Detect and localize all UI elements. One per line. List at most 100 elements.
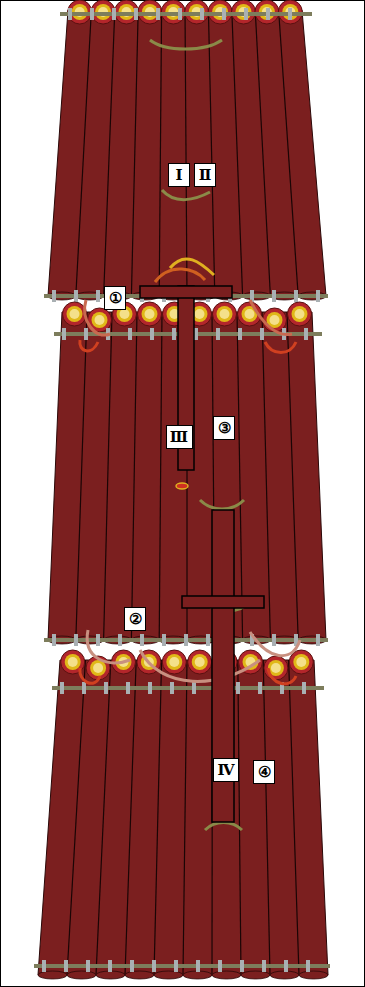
rail-peg — [216, 328, 220, 340]
log-bottom — [299, 971, 328, 979]
rail-peg — [112, 8, 116, 20]
rail-peg — [236, 682, 240, 694]
log-ring — [192, 654, 208, 670]
log-seam — [279, 10, 299, 296]
log-ring — [67, 306, 83, 322]
rail-peg — [68, 8, 72, 20]
rail-peg — [52, 634, 56, 646]
rail-peg — [178, 8, 182, 20]
rope — [205, 823, 242, 831]
log-seam — [67, 660, 85, 975]
log-seam — [262, 312, 270, 640]
rail-peg — [196, 960, 200, 972]
rope — [140, 650, 260, 681]
log-ring — [92, 312, 108, 328]
rail-peg — [266, 8, 270, 20]
log-core — [95, 315, 105, 325]
rail-peg — [150, 328, 154, 340]
rope — [80, 340, 98, 351]
log-seam — [232, 10, 243, 296]
rope — [265, 342, 296, 353]
log-end — [188, 650, 212, 674]
rope — [150, 40, 222, 49]
log-seam — [183, 660, 187, 975]
log-bundle — [38, 660, 328, 975]
rail-peg — [172, 328, 176, 340]
log-seam — [125, 660, 136, 975]
rail-peg — [152, 960, 156, 972]
log-end — [138, 302, 162, 326]
log-ring — [166, 654, 182, 670]
label-text: ③ — [218, 421, 231, 436]
log-ring — [65, 654, 81, 670]
rail-peg — [104, 682, 108, 694]
log-core — [169, 657, 179, 667]
raft-section — [44, 0, 328, 302]
label-text: ④ — [258, 765, 271, 780]
log-seam — [154, 660, 162, 975]
log-seam — [238, 660, 241, 975]
rope — [250, 632, 300, 656]
log-bottom — [183, 971, 212, 979]
log-bottom — [270, 971, 299, 979]
rail-peg — [84, 328, 88, 340]
log-core — [145, 309, 155, 319]
rail-peg — [134, 8, 138, 20]
rail-peg — [260, 328, 264, 340]
rail-peg — [174, 960, 178, 972]
label-box: ③ — [213, 416, 235, 440]
label-text: Ⅰ — [175, 168, 182, 183]
rail-peg — [118, 634, 122, 646]
rope — [80, 668, 100, 683]
rail-peg — [294, 290, 298, 302]
log-core — [295, 309, 305, 319]
rope — [170, 259, 214, 275]
rail-peg — [52, 290, 56, 302]
rail-peg — [96, 634, 100, 646]
log-bottom — [212, 971, 241, 979]
log-end — [213, 302, 237, 326]
rail-peg — [62, 328, 66, 340]
label-box: ① — [104, 286, 126, 310]
rope — [87, 630, 130, 663]
log-end — [162, 650, 186, 674]
log-seam — [104, 312, 112, 640]
raft-section — [34, 650, 330, 979]
rail-peg — [240, 960, 244, 972]
rail-pole — [60, 12, 312, 16]
log-core — [68, 657, 78, 667]
rail-peg — [184, 634, 188, 646]
log-seam — [131, 312, 137, 640]
log-core — [270, 315, 280, 325]
rail-peg — [262, 960, 266, 972]
log-seam — [208, 10, 214, 296]
log-core — [296, 657, 306, 667]
log-seam — [131, 10, 138, 296]
rail-peg — [272, 290, 276, 302]
log-ring — [142, 306, 158, 322]
log-seam — [76, 10, 92, 296]
rail-peg — [218, 960, 222, 972]
rail-peg — [306, 960, 310, 972]
rail-peg — [288, 8, 292, 20]
log-bottom — [38, 971, 67, 979]
rail-peg — [60, 682, 64, 694]
rail-peg — [130, 960, 134, 972]
log-ring — [217, 306, 233, 322]
peg-hole — [176, 483, 188, 489]
label-text: Ⅳ — [217, 763, 234, 778]
log-core — [70, 309, 80, 319]
rail-peg — [90, 8, 94, 20]
log-end — [288, 302, 312, 326]
log-bottom — [241, 971, 270, 979]
log-seam — [104, 10, 115, 296]
rail-peg — [128, 328, 132, 340]
log-core — [220, 309, 230, 319]
rail-peg — [156, 8, 160, 20]
log-ring — [293, 654, 309, 670]
log-bundle — [48, 10, 326, 296]
log-end — [63, 302, 87, 326]
log-bottom — [67, 971, 96, 979]
label-box: ② — [124, 607, 146, 631]
